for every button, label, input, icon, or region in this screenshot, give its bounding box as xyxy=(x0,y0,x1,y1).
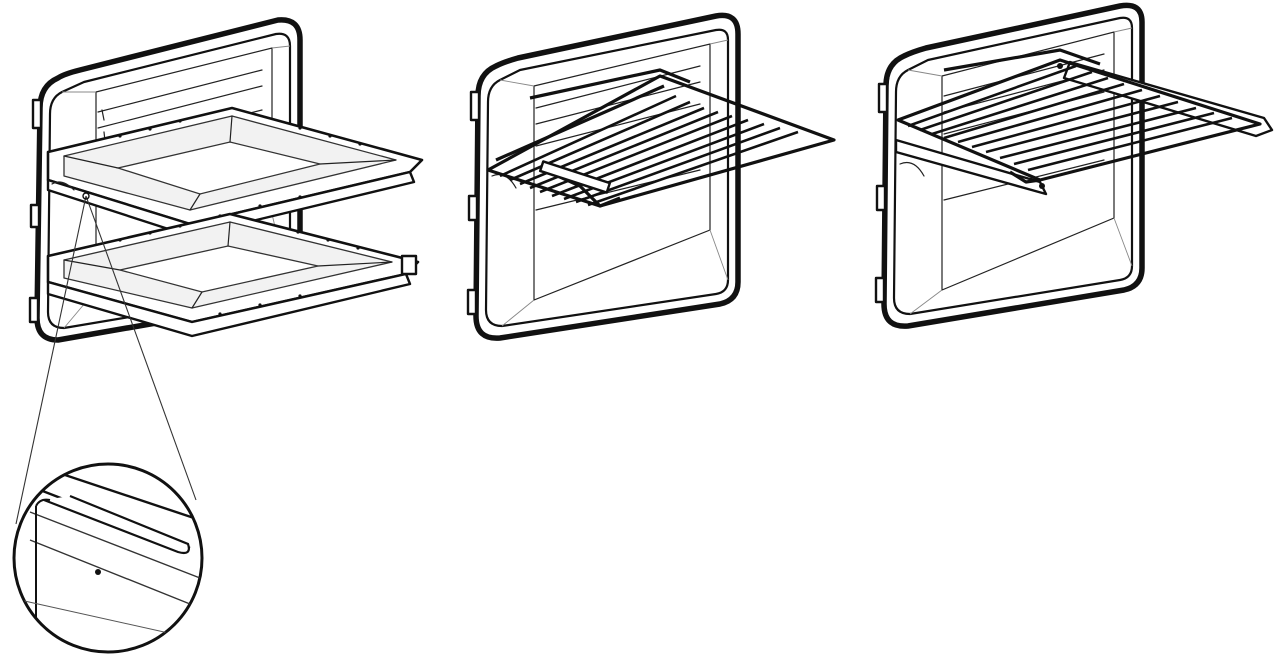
baking-tray-upper xyxy=(46,106,424,238)
figure-oven-telescopic-rack xyxy=(874,2,1274,329)
detail-leader-lines xyxy=(15,192,197,525)
baking-tray-lower xyxy=(46,212,420,338)
rack-wires xyxy=(907,64,1233,172)
wire-rack xyxy=(896,48,1262,184)
figure-oven-wire-rack xyxy=(466,12,836,341)
wire-rack xyxy=(486,68,836,208)
detail-zoom-shelf-guide xyxy=(12,462,204,654)
figure-oven-two-trays xyxy=(15,17,424,525)
oven-cavity-frame xyxy=(466,12,741,341)
telescopic-rails xyxy=(894,60,1274,196)
